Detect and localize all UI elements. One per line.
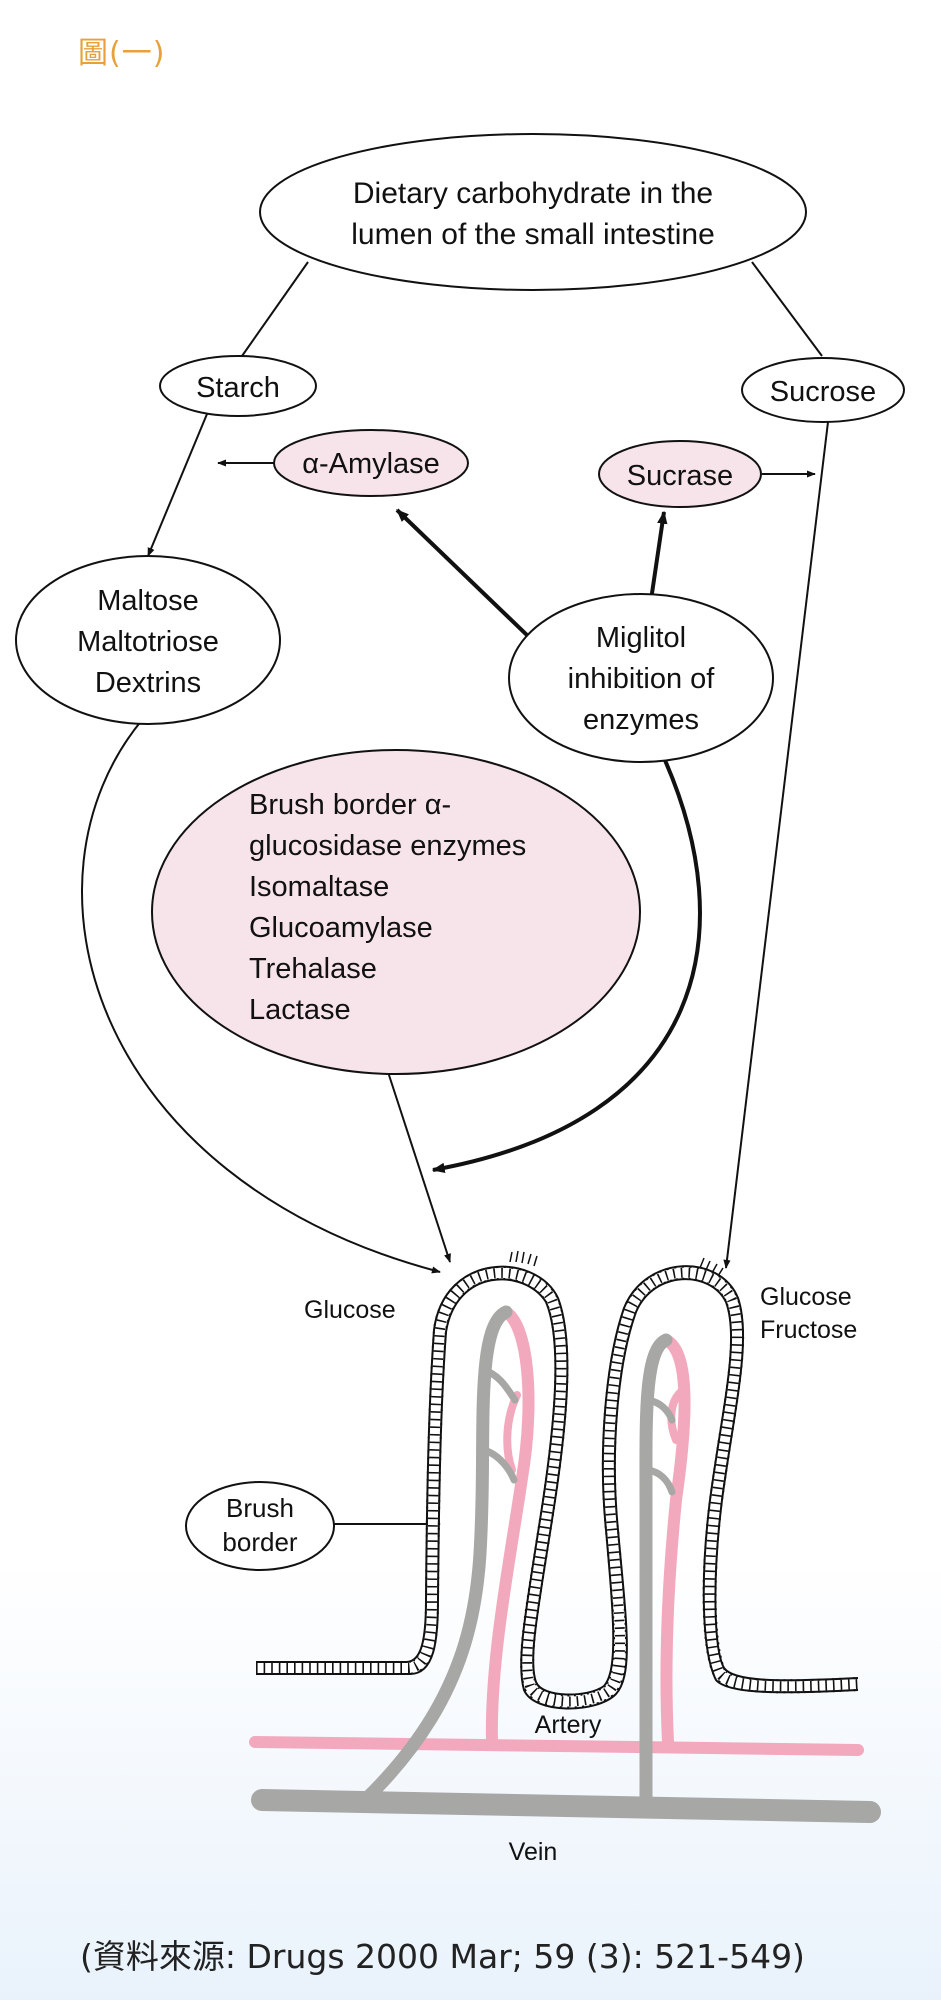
sucrose-label: Sucrose: [770, 376, 876, 408]
enzymes-line-4: Glucoamylase: [249, 912, 433, 944]
source-citation: (資料來源: Drugs 2000 Mar; 59 (3): 521-549): [80, 1937, 805, 1976]
node-amylase: α-Amylase: [273, 429, 469, 497]
arrow-miglitol-to-sucrase: [649, 510, 668, 601]
node-brush-enzymes: Brush border α- glucosidase enzymes Isom…: [151, 749, 641, 1075]
arrow-miglitol-to-villus: [431, 757, 702, 1174]
arrow-maltose-to-villus: [81, 719, 441, 1274]
artery-villus-2-branch: [667, 1386, 687, 1444]
vein-villus-2-branches: [644, 1396, 676, 1496]
label-glucose: Glucose: [304, 1296, 396, 1324]
label-artery: Artery: [535, 1711, 602, 1739]
maltose-line-3: Dextrins: [95, 667, 201, 699]
enzymes-line-6: Lactase: [249, 994, 351, 1026]
vein-villus-1-branches: [480, 1366, 519, 1484]
villi-illustration: [249, 1250, 881, 1823]
enzymes-line-2: glucosidase enzymes: [249, 830, 526, 862]
label-glucose-fructose-2: Fructose: [760, 1316, 857, 1344]
sucrase-label: Sucrase: [627, 460, 733, 492]
villus-epithelium-edge-outer: [256, 1265, 859, 1696]
enzymes-line-5: Trehalase: [249, 953, 377, 985]
villus-epithelium-border-a: [256, 1267, 859, 1707]
brush-border-line-2: border: [222, 1527, 297, 1557]
microvilli-fringe-1: [509, 1250, 538, 1267]
artery-villus-2: [660, 1334, 691, 1748]
line-dietary-to-sucrose: [751, 261, 823, 357]
maltose-line-1: Maltose: [97, 585, 199, 617]
vein-villus-2: [639, 1333, 673, 1807]
artery-horizontal: [249, 1736, 864, 1756]
amylase-label: α-Amylase: [302, 448, 440, 480]
node-starch: Starch: [159, 355, 317, 417]
dietary-line-1: Dietary carbohydrate in the: [353, 177, 713, 210]
label-vein: Vein: [509, 1838, 558, 1866]
node-sucrase: Sucrase: [598, 440, 762, 508]
node-miglitol: Miglitol inhibition of enzymes: [508, 593, 774, 763]
arrow-sucrose-to-villus: [723, 421, 829, 1269]
microvilli-fringe-2: [699, 1257, 724, 1277]
artery-villus-1-branch: [503, 1391, 521, 1474]
maltose-line-2: Maltotriose: [77, 626, 219, 658]
artery-villus-1: [485, 1306, 535, 1748]
miglitol-line-2: inhibition of: [568, 663, 716, 695]
connector-lines: [81, 261, 829, 1528]
miglitol-line-1: Miglitol: [596, 622, 686, 654]
node-brush-border: Brush border: [185, 1481, 335, 1571]
vein-vessels: [251, 1305, 881, 1823]
node-maltose: Maltose Maltotriose Dextrins: [15, 555, 281, 725]
brush-border-line-1: Brush: [226, 1493, 294, 1523]
node-dietary: Dietary carbohydrate in the lumen of the…: [259, 133, 807, 291]
figure-label: 圖(一): [78, 36, 166, 71]
vein-villus-1: [358, 1305, 513, 1807]
dietary-line-2: lumen of the small intestine: [351, 218, 715, 251]
villus-epithelium-edge-inner: [256, 1278, 859, 1710]
label-glucose-fructose-1: Glucose: [760, 1283, 852, 1311]
arrow-starch-to-maltose: [147, 413, 208, 557]
node-sucrose: Sucrose: [741, 357, 905, 423]
line-dietary-to-starch: [241, 261, 309, 357]
enzymes-line-1: Brush border α-: [249, 789, 451, 821]
starch-label: Starch: [196, 372, 280, 404]
vein-horizontal: [251, 1789, 881, 1823]
arrow-miglitol-to-amylase: [395, 508, 532, 640]
arrow-enzymes-to-villus: [387, 1071, 451, 1263]
miglitol-line-3: enzymes: [583, 704, 699, 736]
enzymes-line-3: Isomaltase: [249, 871, 389, 903]
